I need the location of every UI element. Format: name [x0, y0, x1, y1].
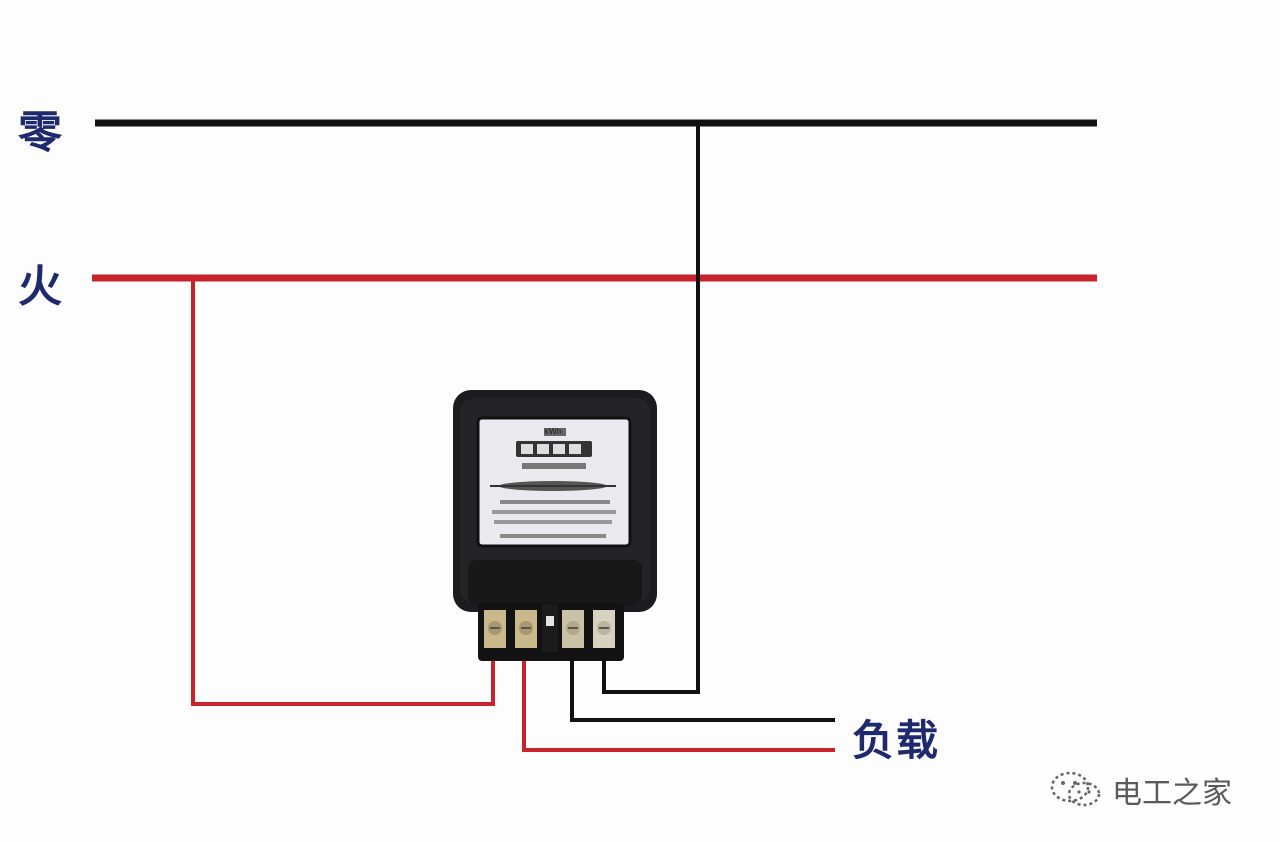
live-label: 火 — [18, 261, 62, 312]
load-live-wire — [522, 650, 835, 752]
neutral-label: 零 — [18, 107, 62, 158]
watermark: 电工之家 — [1048, 768, 1232, 812]
live-in-wire — [191, 278, 495, 706]
meter-terminal-3 — [562, 610, 584, 648]
watermark-text: 电工之家 — [1112, 776, 1232, 811]
neutral-in-wire — [602, 123, 700, 694]
load-label: 负载 — [852, 716, 941, 765]
meter-voltage-link — [542, 604, 558, 652]
meter-unit-label: kWh — [544, 427, 562, 436]
meter-terminal-4 — [593, 610, 615, 648]
electricity-meter-icon: kWh — [453, 390, 657, 661]
wechat-icon — [1050, 771, 1101, 807]
meter-terminal-1 — [484, 610, 506, 648]
meter-terminal-2 — [515, 610, 537, 648]
load-neutral-wire — [570, 650, 835, 722]
